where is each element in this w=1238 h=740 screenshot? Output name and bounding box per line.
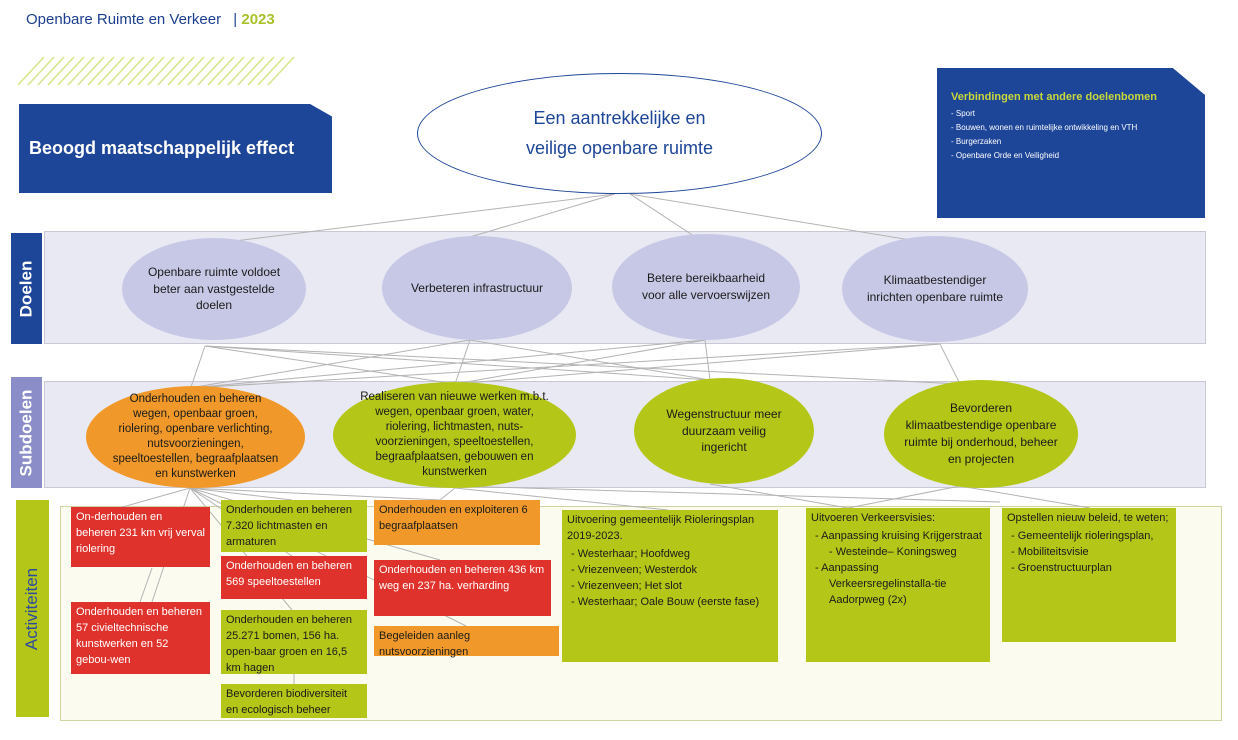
- doel-ellipse: Klimaatbestendiger inrichten openbare ru…: [842, 236, 1028, 342]
- level-label-doelen: Doelen: [11, 233, 42, 344]
- activity-box: Onderhouden en beheren 569 speeltoestell…: [221, 556, 367, 599]
- header-year: 2023: [241, 11, 275, 28]
- activity-list: Gemeentelijk rioleringsplan, Mobiliteits…: [1007, 529, 1171, 577]
- subdoel-text: Bevorderen klimaatbestendige openbare ru…: [904, 401, 1058, 466]
- activity-box: Onderhouden en beheren 25.271 bomen, 156…: [221, 610, 367, 674]
- doel-ellipse: Verbeteren infrastructuur: [382, 236, 572, 340]
- activity-list: Westerhaar; Hoofdweg Vriezenveen; Wester…: [567, 547, 773, 611]
- main-goal-ellipse: Een aantrekkelijke en veilige openbare r…: [417, 73, 822, 194]
- doel-text: Klimaatbestendiger inrichten openbare ru…: [866, 273, 1004, 304]
- subdoel-text: Realiseren van nieuwe werken m.b.t. wege…: [360, 391, 549, 478]
- activity-box: Onderhouden en beheren 57 civieltechnisc…: [71, 602, 210, 674]
- subdoel-ellipse: Wegenstructuur meer duurzaam veilig inge…: [634, 378, 814, 484]
- subdoel-ellipse: Realiseren van nieuwe werken m.b.t. wege…: [333, 382, 576, 488]
- connections-list: Sport Bouwen, wonen en ruimtelijke ontwi…: [951, 107, 1191, 163]
- decorative-hatch: [18, 56, 295, 86]
- activity-box: Uitvoering gemeentelijk Rioleringsplan 2…: [562, 510, 778, 662]
- activity-box: Onderhouden en beheren 7.320 lichtmasten…: [221, 500, 367, 552]
- connection-item: Burgerzaken: [951, 135, 1191, 149]
- connection-item: Sport: [951, 107, 1191, 121]
- connection-item: Openbare Orde en Veiligheid: [951, 149, 1191, 163]
- doel-ellipse: Openbare ruimte voldoet beter aan vastge…: [122, 238, 306, 340]
- activity-box: Begeleiden aanleg nutsvoorzieningen: [374, 626, 559, 658]
- level-label-subdoelen: Subdoelen: [11, 377, 42, 488]
- header-title: Openbare Ruimte en Verkeer: [26, 11, 222, 28]
- subdoel-text: Onderhouden en beheren wegen, openbaar g…: [112, 393, 279, 480]
- activity-list: Aanpassing kruising Krijgerstraat - West…: [811, 529, 985, 609]
- connection-item: Bouwen, wonen en ruimtelijke ontwikkelin…: [951, 121, 1191, 135]
- subdoel-ellipse: Onderhouden en beheren wegen, openbaar g…: [86, 386, 305, 488]
- activity-box: Uitvoeren Verkeersvisies: Aanpassing kru…: [806, 508, 990, 662]
- doel-text: Verbeteren infrastructuur: [410, 280, 544, 295]
- connections-box: Verbindingen met andere doelenbomen Spor…: [937, 68, 1205, 218]
- activity-box: Opstellen nieuw beleid, te weten; Gemeen…: [1002, 508, 1176, 642]
- connections-title: Verbindingen met andere doelenbomen: [951, 91, 1157, 103]
- activity-box: Bevorderen biodiversiteit en ecologisch …: [221, 684, 367, 718]
- effect-label-box: Beoogd maatschappelijk effect: [19, 104, 332, 193]
- doel-text: Betere bereikbaarheid voor alle vervoers…: [641, 271, 771, 302]
- effect-label: Beoogd maatschappelijk effect: [29, 138, 295, 158]
- activity-title: Opstellen nieuw beleid, te weten;: [1007, 512, 1169, 524]
- doel-ellipse: Betere bereikbaarheid voor alle vervoers…: [612, 234, 800, 340]
- activity-box: Onderhouden en beheren 436 km weg en 237…: [374, 560, 551, 616]
- page-header: Openbare Ruimte en Verkeer | 2023: [26, 11, 275, 28]
- activity-title: Uitvoering gemeentelijk Rioleringsplan 2…: [567, 514, 755, 542]
- activity-box: On-derhouden en beheren 231 km vrij verv…: [71, 507, 210, 567]
- header-separator: |: [233, 11, 238, 28]
- level-label-activiteiten: Activiteiten: [16, 500, 49, 717]
- subdoel-ellipse: Bevorderen klimaatbestendige openbare ru…: [884, 380, 1078, 488]
- main-goal-text: Een aantrekkelijke en veilige openbare r…: [525, 107, 714, 158]
- activity-title: Uitvoeren Verkeersvisies:: [811, 512, 936, 524]
- subdoel-text: Wegenstructuur meer duurzaam veilig inge…: [666, 406, 782, 455]
- doel-text: Openbare ruimte voldoet beter aan vastge…: [147, 264, 281, 313]
- activity-box: Onderhouden en exploiteren 6 begraafplaa…: [374, 500, 540, 545]
